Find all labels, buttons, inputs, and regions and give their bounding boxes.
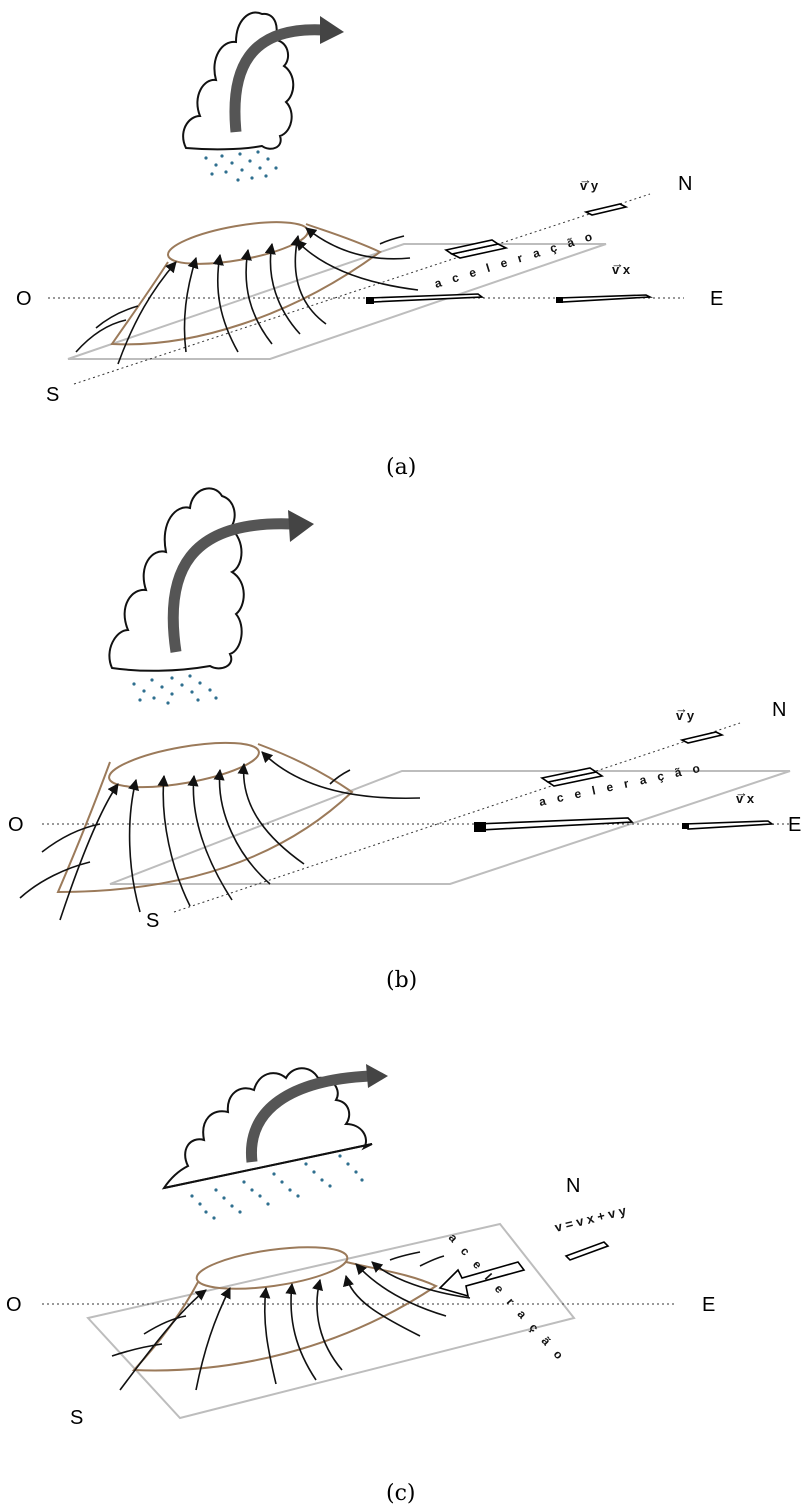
acceleration-label-a: a c e l e r a ç ã o	[433, 228, 598, 291]
compass-east-a: E	[710, 288, 723, 310]
compass-west-a: O	[16, 288, 32, 310]
axis-south-north-a	[74, 194, 650, 384]
compass-east-c: E	[702, 1294, 715, 1316]
mound-top-c	[194, 1240, 350, 1297]
compass-north-a: N	[678, 173, 692, 195]
vector-arrow-mark: →	[675, 701, 688, 716]
wind-vector-sum-upper-c	[566, 1242, 608, 1260]
panel-a: v y → v x → a c e l e r a ç ã o O E N S …	[16, 12, 723, 480]
label-vsum-c: v = v x + v y	[553, 1203, 628, 1235]
rain-b	[132, 674, 217, 704]
inflow-lines-b	[20, 752, 420, 920]
outflow-mound-a	[112, 224, 380, 344]
mound-top-b	[106, 734, 262, 796]
wind-vector-y-upper-b	[682, 732, 722, 743]
caption-a: (a)	[386, 455, 416, 480]
compass-south-a: S	[46, 384, 59, 406]
wind-vector-x-west-b	[474, 818, 632, 832]
compass-south-b: S	[146, 910, 159, 932]
ground-plane-c	[88, 1224, 574, 1418]
updraft-arrowhead-c	[366, 1064, 388, 1088]
outflow-mound-b	[58, 744, 352, 892]
compass-south-c: S	[70, 1407, 83, 1429]
vector-arrow-mark: →	[579, 172, 592, 187]
vector-arrow-mark: →	[611, 256, 624, 271]
compass-west-b: O	[8, 814, 24, 836]
caption-b: (b)	[386, 968, 417, 993]
wind-vector-x-west-a	[366, 294, 482, 304]
vector-arrow-mark: →	[735, 785, 748, 800]
panel-b: v y → v x → a c e l e r a ç ã o O E N S …	[8, 488, 801, 993]
compass-west-c: O	[6, 1294, 22, 1316]
wind-vector-x-east-b	[682, 821, 772, 829]
compass-north-c: N	[566, 1175, 580, 1197]
mound-top-a	[165, 214, 311, 272]
compass-east-b: E	[788, 814, 801, 836]
wind-vector-y-lower-a	[446, 240, 506, 258]
rain-a	[204, 150, 277, 181]
compass-north-b: N	[772, 699, 786, 721]
caption-c: (c)	[386, 1481, 416, 1506]
wind-vector-y-upper-a	[586, 204, 626, 215]
updraft-arrowhead-a	[320, 16, 344, 44]
wind-vector-x-east-a	[556, 295, 650, 303]
panel-c: v = v x + v y a c e l e r a ç ã o O E N …	[6, 1064, 715, 1506]
cloud-c	[164, 1068, 372, 1188]
updraft-arrowhead-b	[288, 510, 314, 542]
